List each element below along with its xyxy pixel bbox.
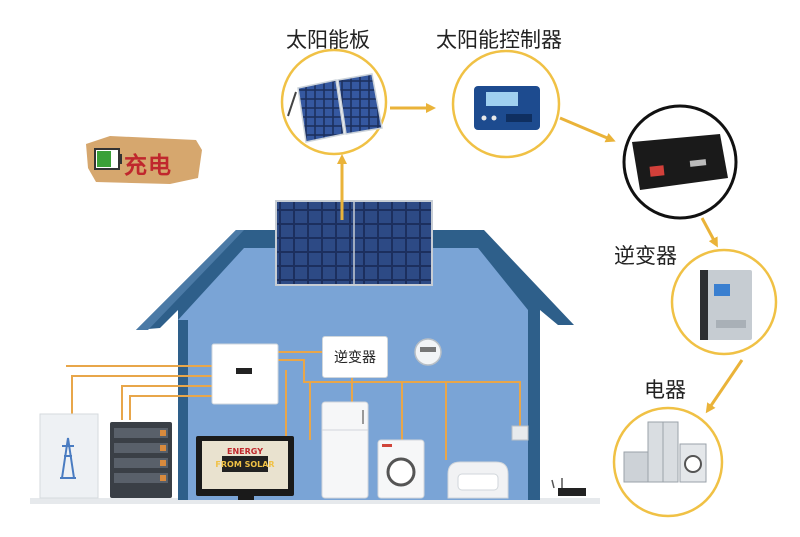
meter	[414, 338, 442, 366]
appliances-label: 电器	[644, 378, 686, 402]
badge-label: 充电	[124, 152, 172, 179]
solar-panel-label: 太阳能板	[286, 28, 370, 52]
arrow-inverter-to-appliances	[705, 359, 744, 414]
controller-label: 太阳能控制器	[436, 28, 562, 52]
washing-machine	[377, 439, 425, 499]
tv	[196, 436, 294, 500]
solar-panel-node	[280, 48, 388, 156]
ground	[30, 498, 600, 504]
charge-controller-icon	[474, 86, 540, 130]
battery-icon	[632, 134, 728, 190]
inverter-icon	[700, 270, 752, 340]
appliances-icon	[623, 421, 707, 483]
tv-line-2: FROM SOLAR	[215, 460, 274, 469]
inverter-label: 逆变器	[614, 244, 677, 268]
controller-node	[451, 49, 561, 159]
router	[551, 478, 586, 496]
wall-socket	[511, 425, 529, 441]
arrow-controller-to-battery	[559, 116, 616, 143]
armchair	[447, 461, 509, 499]
battery-node	[622, 104, 738, 220]
grid-panel	[39, 413, 99, 499]
tv-line-1: ENERGY	[227, 447, 263, 456]
arrow-battery-to-inverter	[700, 217, 718, 248]
fridge	[321, 401, 369, 499]
house-inverter-box	[211, 343, 279, 405]
battery-charge-badge	[86, 136, 202, 184]
solar-panel-icon	[287, 73, 383, 143]
appliances-node	[612, 406, 724, 518]
wiring	[66, 351, 521, 460]
battery-rack	[110, 422, 172, 498]
house-inverter-label: 逆变器	[322, 336, 388, 378]
battery-charge-icon	[94, 148, 122, 170]
inverter-node	[670, 248, 778, 356]
roof-solar-panel	[275, 200, 433, 286]
